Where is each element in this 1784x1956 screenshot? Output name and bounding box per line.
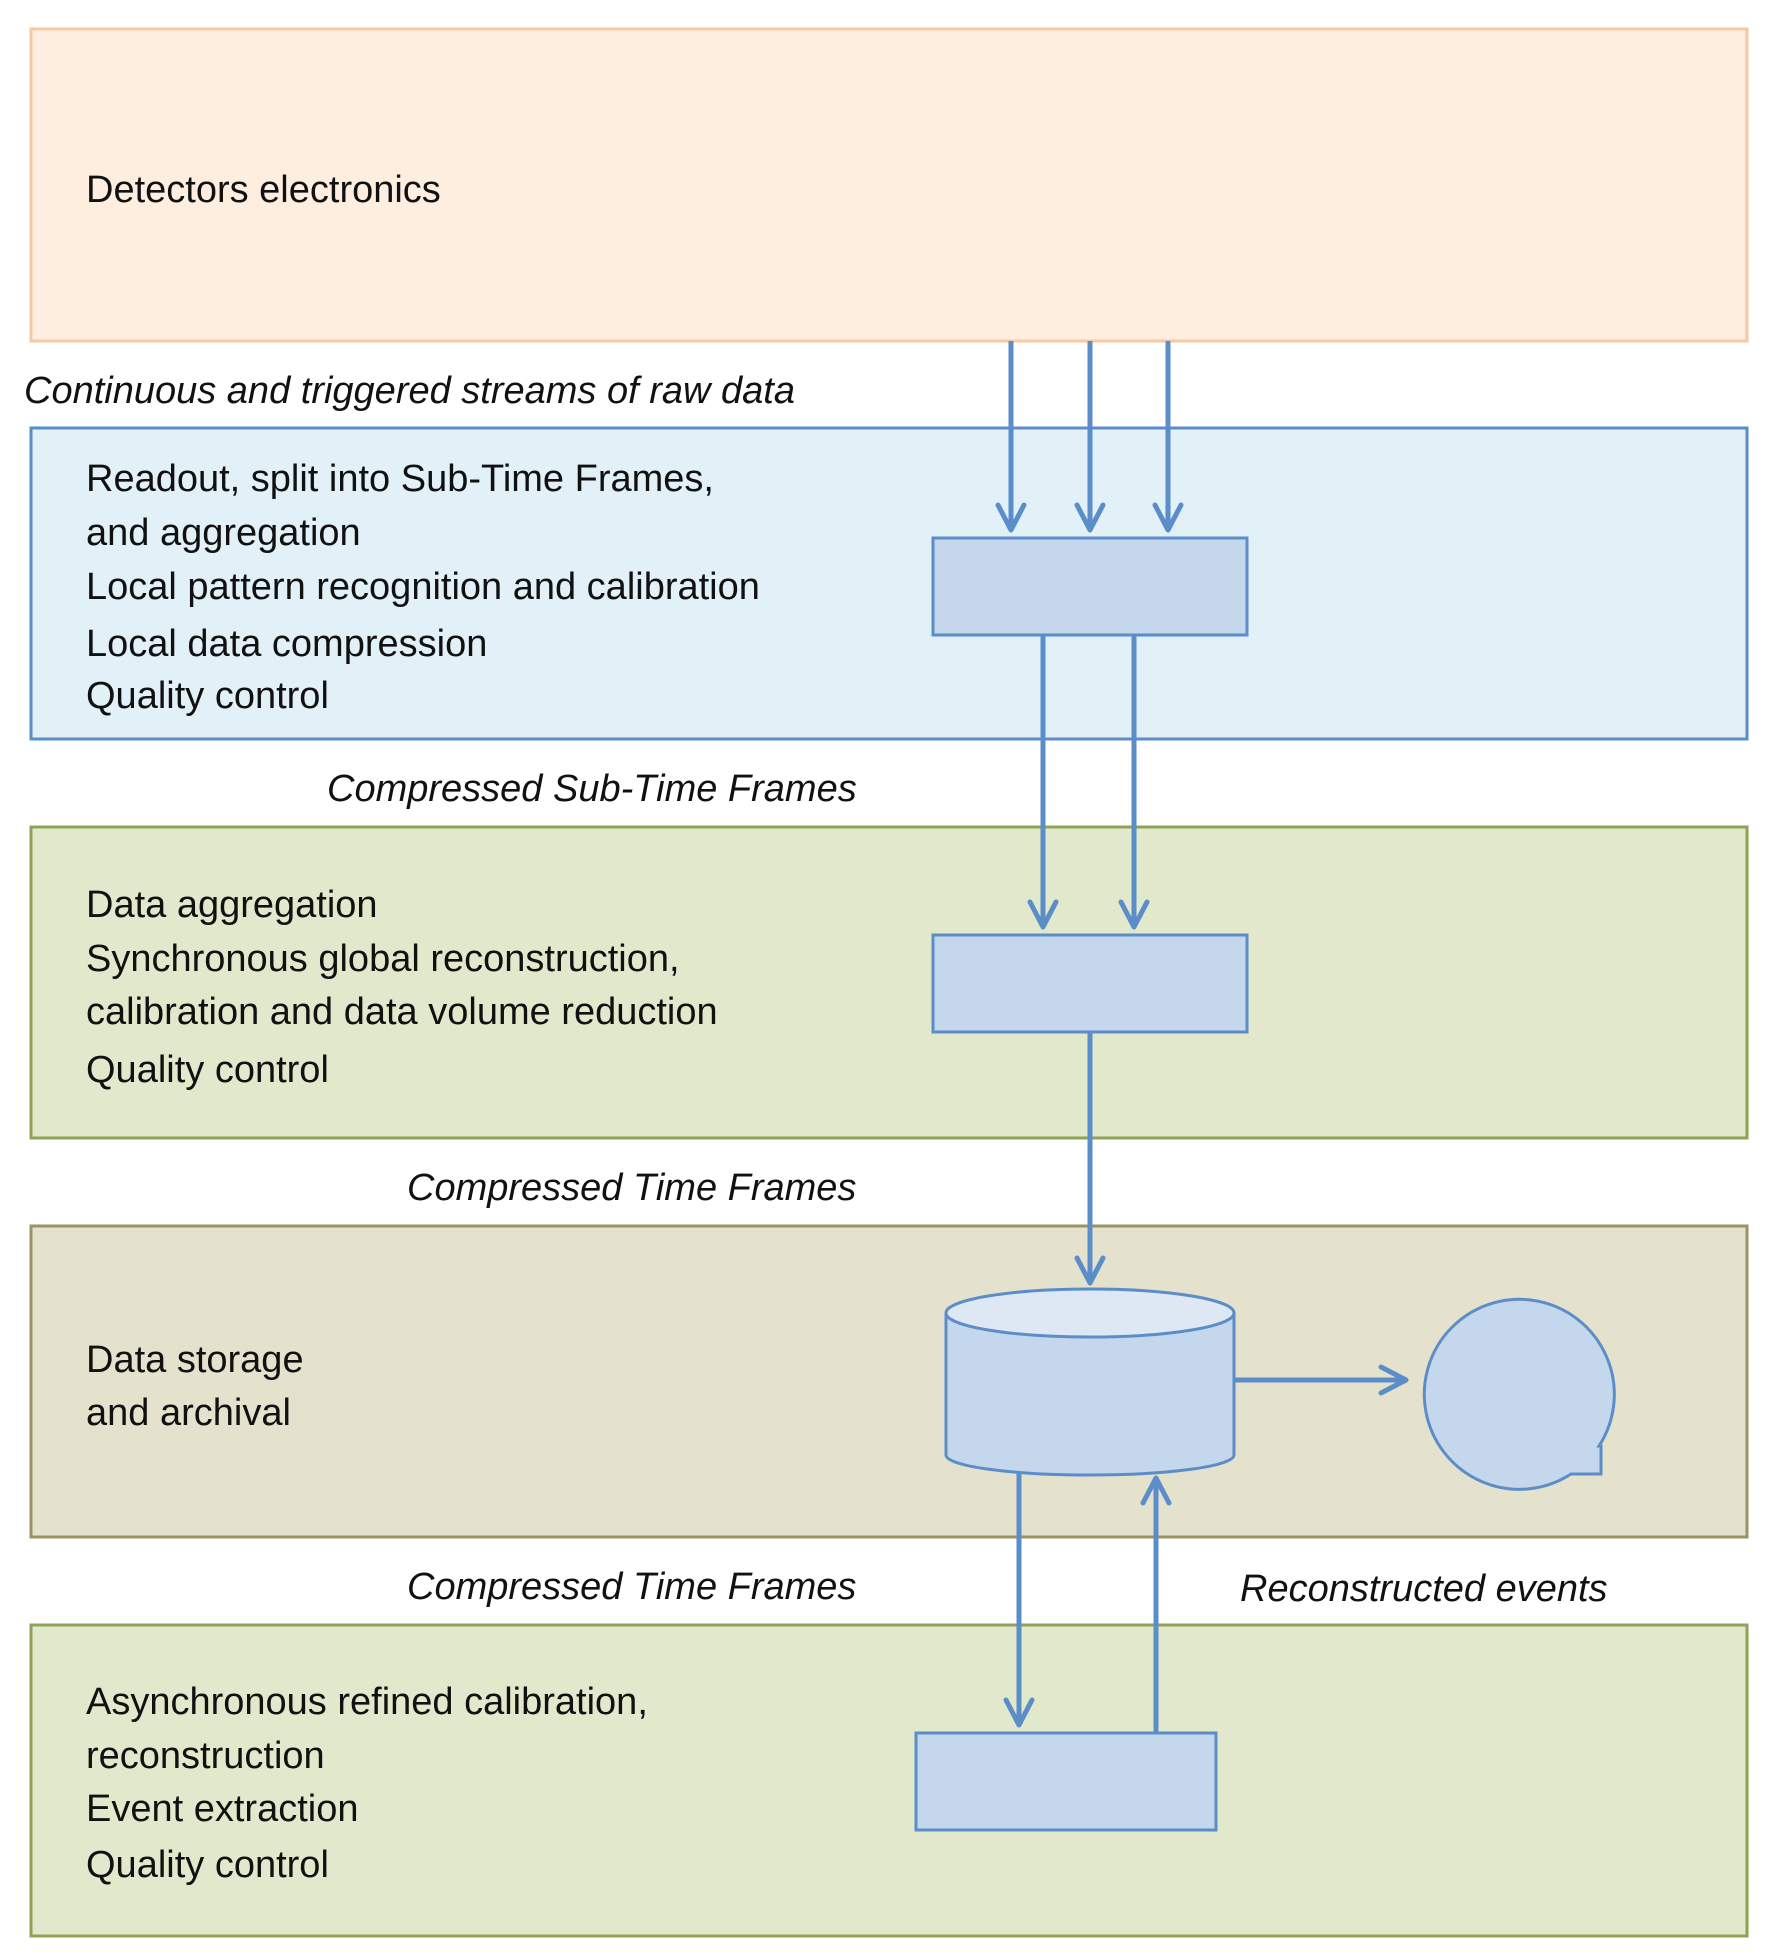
arrow-raw-1 — [995, 341, 1027, 533]
arrow-tf-to-storage — [1074, 1032, 1106, 1286]
flp-line-2: and aggregation — [86, 512, 361, 554]
flow-label-subtf: Compressed Sub-Time Frames — [327, 768, 857, 810]
flp-line-3: Local pattern recognition and calibratio… — [86, 566, 760, 608]
epn-line-3: calibration and data volume reduction — [86, 991, 718, 1033]
epn-line-1: Data aggregation — [86, 884, 378, 926]
arrow-storage-to-async — [1003, 1472, 1035, 1728]
async-layer — [29, 1623, 1749, 1938]
arrow-raw-2 — [1074, 341, 1106, 533]
epn-processing-box — [931, 933, 1249, 1034]
async-processing-box — [914, 1731, 1218, 1832]
detectors-label: Detectors electronics — [86, 169, 441, 211]
tape-archive-icon — [1422, 1297, 1616, 1491]
flow-label-reco: Reconstructed events — [1240, 1568, 1608, 1610]
detectors-layer — [29, 27, 1749, 343]
arrow-subtf-1 — [1027, 635, 1059, 930]
arrow-storage-to-tape — [1234, 1364, 1409, 1396]
flow-label-tf-2: Compressed Time Frames — [407, 1566, 856, 1608]
arrow-async-to-storage — [1140, 1475, 1172, 1733]
flp-layer — [29, 426, 1749, 741]
epn-line-2: Synchronous global reconstruction, — [86, 938, 680, 980]
flow-label-tf-1: Compressed Time Frames — [407, 1167, 856, 1209]
flp-line-5: Quality control — [86, 675, 329, 717]
epn-layer — [29, 825, 1749, 1140]
arrow-raw-3 — [1152, 341, 1184, 533]
flp-line-4: Local data compression — [86, 623, 487, 665]
async-line-2: reconstruction — [86, 1735, 325, 1777]
flp-line-1: Readout, split into Sub-Time Frames, — [86, 458, 714, 500]
storage-line-2: and archival — [86, 1392, 291, 1434]
flp-processing-box — [931, 536, 1249, 637]
storage-line-1: Data storage — [86, 1339, 304, 1381]
async-line-4: Quality control — [86, 1844, 329, 1886]
storage-cylinder-icon — [944, 1287, 1236, 1477]
arrow-subtf-2 — [1118, 635, 1150, 930]
async-line-3: Event extraction — [86, 1788, 358, 1830]
flow-label-raw: Continuous and triggered streams of raw … — [24, 370, 795, 412]
async-line-1: Asynchronous refined calibration, — [86, 1681, 648, 1723]
epn-line-4: Quality control — [86, 1049, 329, 1091]
